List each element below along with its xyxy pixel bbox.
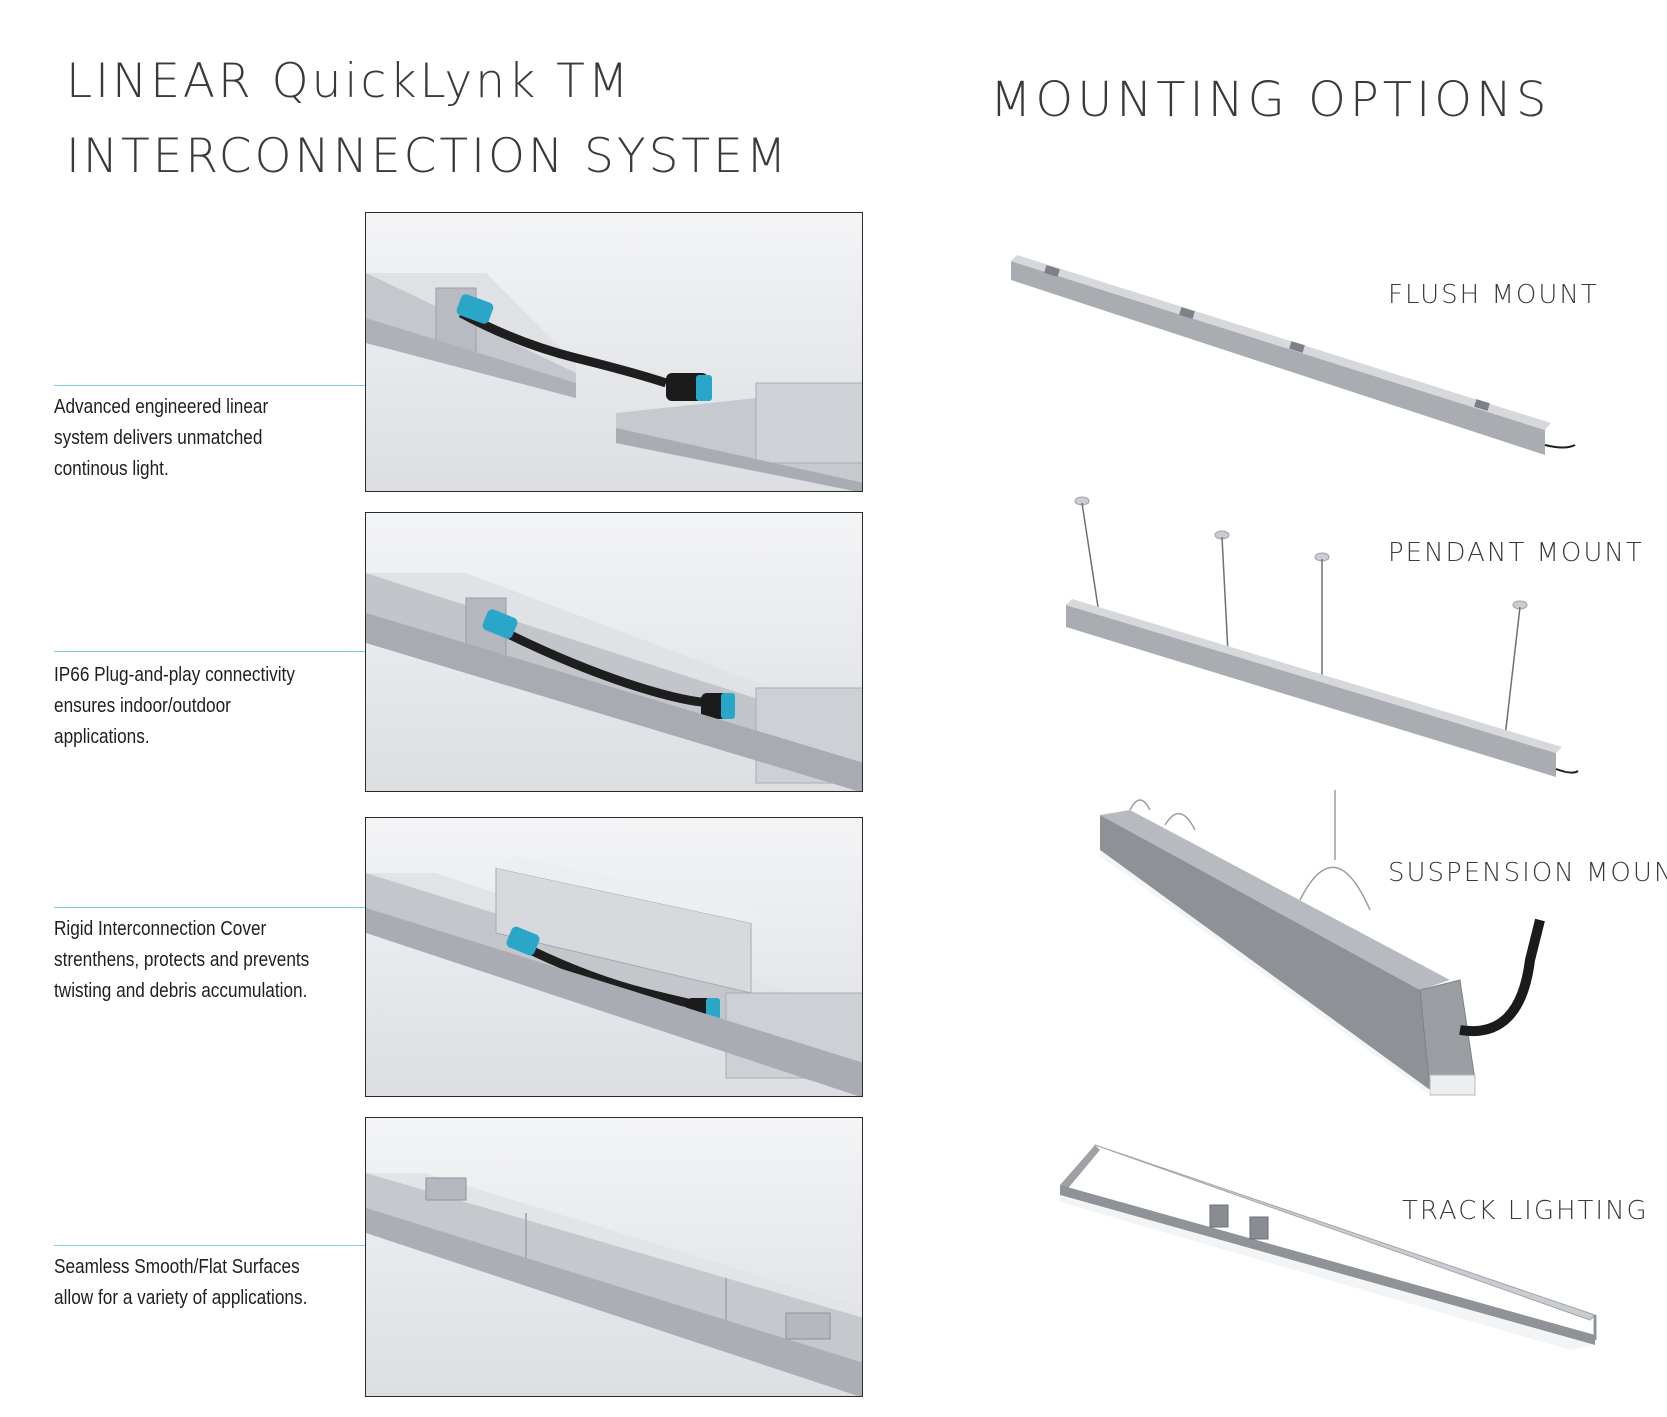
suspension-mount-label: SUSPENSION MOUNT: [1388, 858, 1667, 888]
track-lighting-figure: [1060, 1144, 1597, 1350]
feature-2-line-1: IP66 Plug-and-play connectivity: [54, 664, 295, 686]
leader-line-3: [54, 907, 574, 908]
feature-3-line-3: twisting and debris accumulation.: [54, 980, 308, 1002]
track-lighting-label: TRACK LIGHTING: [1402, 1196, 1649, 1226]
pendant-mount-label: PENDANT MOUNT: [1388, 538, 1644, 568]
suspension-mount-figure: [1100, 790, 1545, 1096]
feature-text-4: Seamless Smooth/Flat Surfaces allow for …: [54, 1252, 312, 1314]
feature-2-line-3: applications.: [54, 726, 150, 748]
feature-text-3: Rigid Interconnection Cover strenthens, …: [54, 914, 312, 1007]
feature-3-line-1: Rigid Interconnection Cover: [54, 918, 267, 940]
leader-line-4: [54, 1245, 524, 1246]
feature-text-2: IP66 Plug-and-play connectivity ensures …: [54, 660, 312, 753]
leader-line-1: [54, 385, 544, 386]
page-title-line1: LINEAR QuickLynk TM: [66, 54, 632, 109]
connector-photo-seamless: [365, 1117, 863, 1397]
feature-4-line-2: allow for a variety of applications.: [54, 1287, 308, 1309]
feature-2-line-2: ensures indoor/outdoor: [54, 695, 231, 717]
page-title-line2: INTERCONNECTION SYSTEM: [66, 129, 790, 184]
feature-4-line-1: Seamless Smooth/Flat Surfaces: [54, 1256, 300, 1278]
feature-text-1: Advanced engineered linear system delive…: [54, 392, 312, 485]
mounting-options-title: MOUNTING OPTIONS: [990, 72, 1551, 128]
connector-photo-cover: [365, 817, 863, 1097]
feature-1-line-1: Advanced engineered linear: [54, 396, 269, 418]
feature-3-line-2: strenthens, protects and prevents: [54, 949, 310, 971]
feature-1-line-2: system delivers unmatched: [54, 427, 263, 449]
connector-photo-plugged: [365, 512, 863, 792]
feature-1-line-3: continous light.: [54, 458, 169, 480]
leader-line-2: [54, 651, 504, 652]
flush-mount-figure: [1011, 255, 1576, 455]
pendant-mount-figure: [1066, 496, 1579, 777]
connector-photo-open: [365, 212, 863, 492]
flush-mount-label: FLUSH MOUNT: [1388, 280, 1599, 310]
